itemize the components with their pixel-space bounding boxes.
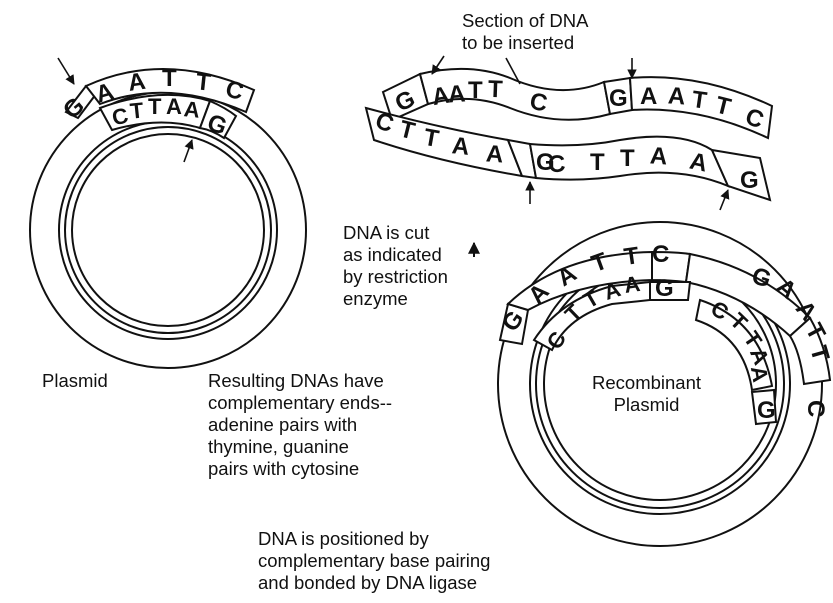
dna-cut-caption: DNA is cut as indicated by restriction e… [343, 222, 448, 310]
recombinant-plasmid-label: Recombinant Plasmid [592, 372, 701, 416]
base-letter: T [162, 65, 177, 92]
caption-line: complementary base pairing [258, 550, 490, 572]
base-letter: A [183, 96, 202, 123]
base-letter: T [622, 242, 641, 271]
cut-arrow-icon [184, 140, 192, 162]
caption-line: adenine pairs with [208, 414, 392, 436]
base-letter: A [451, 132, 471, 161]
plasmid-label: Plasmid [42, 370, 108, 392]
caption-line: Plasmid [592, 394, 701, 416]
base-letter: T [468, 77, 483, 104]
caption-line: and bonded by DNA ligase [258, 572, 490, 594]
cut-arrow-icon [58, 58, 74, 84]
recombinant-inner-right-g: G [757, 397, 776, 424]
cut-arrow-icon [720, 190, 728, 210]
insert-top-right-g: G [609, 85, 628, 112]
base-letter: C [802, 400, 829, 417]
section-of-dna-caption: Section of DNA to be inserted [462, 10, 588, 54]
base-letter: T [148, 94, 162, 119]
caption-line: complementary ends-- [208, 392, 392, 414]
base-letter: A [166, 94, 182, 119]
base-letter: A [485, 140, 504, 168]
caption-line: to be inserted [462, 32, 588, 54]
base-letter: A [649, 142, 668, 170]
caption-line: pairs with cytosine [208, 458, 392, 480]
recombinant-inner-top-g: G [655, 275, 674, 302]
caption-line: Section of DNA [462, 10, 588, 32]
caption-line: as indicated [343, 244, 448, 266]
plasmid-ring [30, 92, 306, 368]
base-letter: C [652, 241, 669, 268]
base-letter: A [640, 83, 657, 110]
base-letter: A [447, 80, 466, 108]
base-letter: T [620, 145, 635, 172]
caption-line: DNA is cut [343, 222, 448, 244]
base-letter: C [547, 150, 566, 178]
base-letter: T [488, 76, 504, 104]
caption-line: enzyme [343, 288, 448, 310]
insert-bottom-end-g: G [740, 167, 759, 194]
caption-line: by restriction [343, 266, 448, 288]
caption-line: Resulting DNAs have [208, 370, 392, 392]
caption-line: thymine, guanine [208, 436, 392, 458]
caption-line: DNA is positioned by [258, 528, 490, 550]
base-letter: A [667, 82, 686, 110]
caption-line: Recombinant [592, 372, 701, 394]
resulting-dnas-caption: Resulting DNAs have complementary ends--… [208, 370, 392, 480]
positioned-caption: DNA is positioned by complementary base … [258, 528, 490, 594]
base-letter: T [590, 149, 605, 176]
